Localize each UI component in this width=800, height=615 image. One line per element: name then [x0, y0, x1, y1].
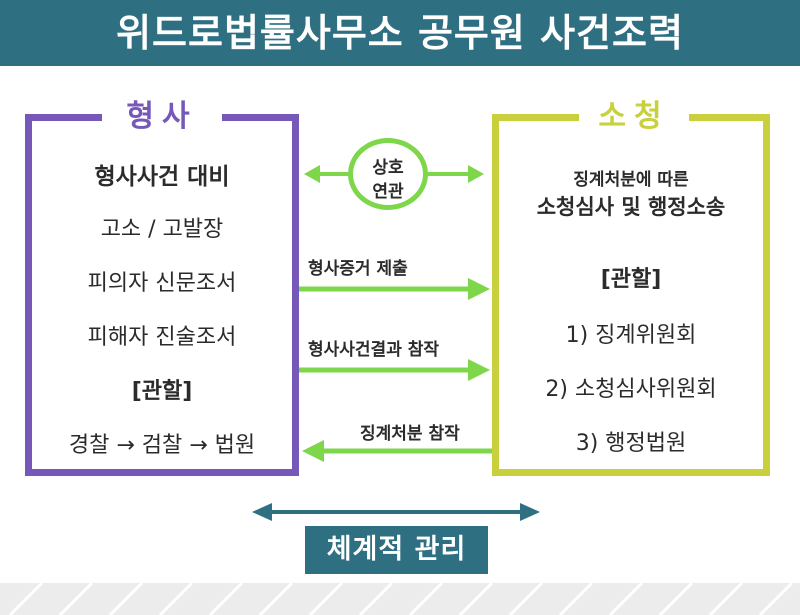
header-bar: 위드로법률사무소 공무원 사건조력: [0, 0, 800, 66]
appeal-item-appeal-committee: 2) 소청심사위원회: [545, 377, 717, 402]
disciplinary-arrow: [302, 440, 492, 462]
evidence-arrow-label: 형사증거 제출: [308, 259, 408, 279]
footer-stripe-pattern: [8, 583, 794, 615]
appeal-heading: 소청심사 및 행정소송: [536, 195, 726, 219]
mutual-line-2: 연관: [372, 182, 404, 202]
criminal-jurisdiction-label: [관할]: [131, 379, 193, 404]
criminal-item-suspect-record: 피의자 신문조서: [87, 271, 237, 296]
case-result-arrow: [299, 359, 490, 381]
page-title: 위드로법률사무소 공무원 사건조력: [116, 11, 684, 55]
management-label: 체계적 관리: [326, 534, 467, 565]
mutual-relation-circle: 상호 연관: [348, 138, 428, 210]
criminal-item-victim-statement: 피해자 진술조서: [87, 325, 237, 350]
appeal-jurisdiction-label: [관할]: [600, 267, 662, 292]
appeal-label: 소청: [579, 97, 689, 137]
evidence-arrow: [299, 278, 490, 300]
mutual-arrow: [304, 165, 484, 183]
criminal-jurisdiction-flow: 경찰 → 검찰 → 법원: [68, 433, 256, 458]
appeal-box: 소청 징계처분에 따른 소청심사 및 행정소송 [관할] 1) 징계위원회 2)…: [492, 97, 770, 476]
criminal-label: 형사: [102, 97, 222, 137]
mutual-line-1: 상호: [372, 158, 404, 178]
case-result-arrow-label: 형사사건결과 참작: [308, 340, 440, 360]
management-badge: 체계적 관리: [305, 526, 488, 574]
appeal-subheading: 징계처분에 따른: [573, 170, 689, 190]
management-arrow: [252, 503, 540, 521]
footer-stripes: [0, 583, 800, 615]
appeal-item-admin-court: 3) 행정법원: [575, 431, 687, 456]
criminal-heading: 형사사건 대비: [94, 164, 230, 190]
appeal-item-disciplinary-committee: 1) 징계위원회: [565, 323, 697, 348]
criminal-item-complaint: 고소 / 고발장: [100, 217, 224, 242]
disciplinary-arrow-label: 징계처분 참작: [360, 424, 460, 444]
criminal-box: 형사 형사사건 대비 고소 / 고발장 피의자 신문조서 피해자 진술조서 [관…: [25, 97, 299, 476]
